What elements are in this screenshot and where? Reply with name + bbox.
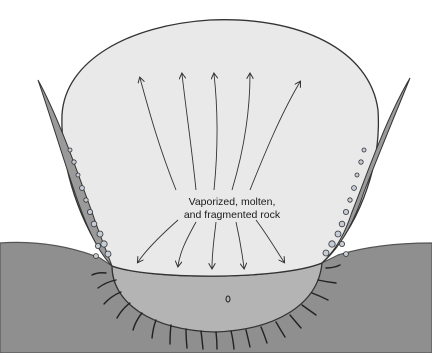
rock-label-line2: and fragmented rock — [184, 209, 281, 221]
rock-label-line1: Vaporized, molten, — [189, 196, 276, 208]
vapor-plume — [62, 20, 378, 276]
